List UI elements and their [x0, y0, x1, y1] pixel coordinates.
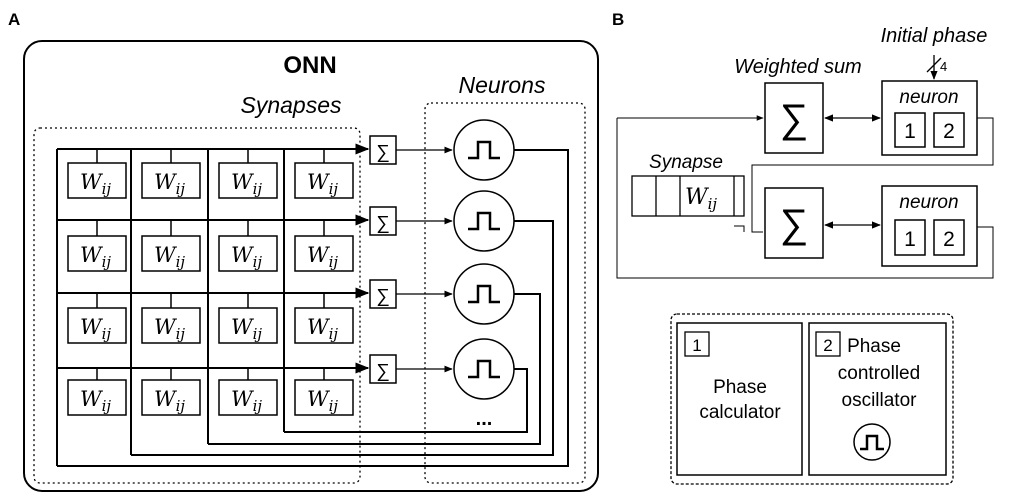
panel-b-label: B — [612, 10, 624, 29]
svg-text:Phase: Phase — [713, 377, 767, 398]
svg-text:∑: ∑ — [376, 213, 390, 234]
weight-cell: Wij — [218, 149, 278, 199]
svg-text:neuron: neuron — [899, 87, 958, 108]
square-wave-icon — [468, 211, 500, 231]
weight-cell: Wij — [67, 220, 127, 272]
ellipsis: ... — [476, 408, 493, 430]
weight-cell: Wij — [141, 368, 201, 416]
synapses-label: Synapses — [240, 92, 342, 118]
square-wave-icon — [468, 284, 500, 304]
sum-block-bottom: ∑ — [764, 187, 824, 259]
neuron-oscillator — [453, 263, 515, 325]
weight-cell: Wij — [218, 368, 278, 416]
svg-text:Wij: Wij — [80, 315, 111, 343]
neuron-oscillator — [453, 190, 515, 252]
weight-cell: Wij — [218, 220, 278, 272]
synapses-region — [33, 127, 361, 484]
svg-text:Wij: Wij — [231, 387, 262, 415]
svg-text:2: 2 — [823, 336, 832, 355]
svg-text:Wij: Wij — [154, 170, 185, 198]
panel-b: B Initial phase 4 Weighted sum ∑ neuron … — [612, 10, 994, 485]
svg-text:oscillator: oscillator — [842, 390, 918, 411]
svg-text:Wij: Wij — [80, 243, 111, 271]
bus-width: 4 — [940, 59, 947, 74]
svg-text:Wij: Wij — [231, 170, 262, 198]
svg-text:Wij: Wij — [307, 315, 338, 343]
weight-cell: Wij — [294, 220, 354, 272]
square-wave-icon — [468, 359, 500, 379]
svg-text:Wij: Wij — [80, 170, 111, 198]
neuron-oscillator — [453, 119, 515, 181]
sum-block: ∑ — [369, 135, 397, 165]
svg-text:1: 1 — [904, 120, 916, 143]
svg-text:Wij: Wij — [231, 315, 262, 343]
svg-text:Wij: Wij — [231, 243, 262, 271]
neurons-label: Neurons — [459, 72, 546, 98]
svg-text:Wij: Wij — [307, 170, 338, 198]
svg-text:2: 2 — [943, 120, 955, 143]
svg-text:∑: ∑ — [376, 142, 390, 163]
sum-block-top: ∑ — [764, 82, 824, 154]
svg-text:Wij: Wij — [154, 243, 185, 271]
square-wave-icon — [468, 140, 500, 160]
synapse-matrix — [56, 143, 370, 466]
weight-cell: Wij — [294, 149, 354, 199]
weight-cell: Wij — [294, 368, 354, 416]
svg-text:Wij: Wij — [685, 185, 717, 213]
weight-cell: Wij — [218, 293, 278, 344]
panel-a: A ONN Synapses Neurons Wij — [8, 10, 599, 492]
svg-text:Phase: Phase — [847, 336, 901, 357]
weight-cell: Wij — [67, 293, 127, 344]
svg-text:Wij: Wij — [307, 243, 338, 271]
svg-text:neuron: neuron — [899, 192, 958, 213]
legend: 1 Phase calculator 2 Phase controlled os… — [670, 313, 954, 485]
weight-cell: Wij — [67, 368, 127, 416]
synapse-register: Wij — [631, 175, 745, 217]
svg-text:Wij: Wij — [154, 315, 185, 343]
panel-b-wires — [616, 115, 994, 279]
neuron-top: neuron 1 2 — [881, 80, 978, 156]
sum-blocks: ∑ ∑ ∑ ∑ — [369, 135, 397, 384]
svg-text:∑: ∑ — [376, 286, 390, 307]
weight-cell: Wij — [141, 293, 201, 344]
sum-block: ∑ — [369, 354, 397, 384]
neuron-oscillator — [453, 338, 515, 400]
svg-text:∑: ∑ — [376, 361, 390, 382]
weight-cell: Wij — [141, 149, 201, 199]
svg-text:1: 1 — [692, 336, 701, 355]
panel-a-label: A — [8, 10, 20, 29]
sum-block: ∑ — [369, 279, 397, 309]
weight-cells: Wij Wij Wij Wij Wij — [67, 149, 354, 416]
neurons-region — [424, 102, 586, 484]
initial-phase-label: Initial phase — [881, 25, 988, 47]
weight-cell: Wij — [141, 220, 201, 272]
synapse-label: Synapse — [649, 152, 723, 173]
svg-text:calculator: calculator — [699, 402, 781, 423]
onn-title: ONN — [283, 52, 336, 79]
svg-text:2: 2 — [943, 228, 955, 251]
svg-text:Wij: Wij — [80, 387, 111, 415]
svg-text:Wij: Wij — [307, 387, 338, 415]
neurons: ... — [453, 119, 515, 430]
svg-text:∑: ∑ — [780, 97, 809, 141]
sum-block: ∑ — [369, 206, 397, 236]
feedback-wires — [57, 149, 569, 467]
svg-text:1: 1 — [904, 228, 916, 251]
oscillator-icon — [853, 423, 891, 461]
svg-text:controlled: controlled — [838, 363, 920, 384]
weight-cell: Wij — [294, 293, 354, 344]
weighted-sum-label: Weighted sum — [734, 56, 861, 78]
svg-text:∑: ∑ — [780, 202, 809, 246]
svg-text:Wij: Wij — [154, 387, 185, 415]
onn-frame — [23, 40, 599, 492]
neuron-bottom: neuron 1 2 — [881, 185, 978, 267]
weight-cell: Wij — [67, 149, 127, 199]
